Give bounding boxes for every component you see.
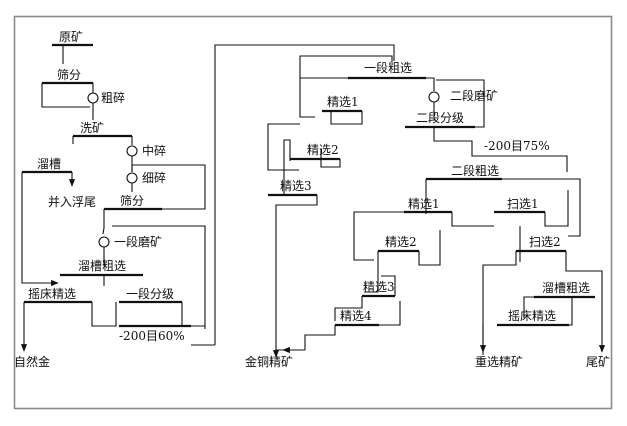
node-cleaner3-top: 精选3	[280, 179, 312, 193]
node-stage1-grinding: 一段磨矿	[114, 234, 162, 249]
node-coarse-crush: 粗碎	[101, 90, 125, 105]
node-fine-crush: 细碎	[142, 170, 166, 185]
node-stage2-classify: 二段分级	[416, 110, 464, 125]
node-stage2-rougher: 二段粗选	[451, 163, 499, 178]
node-sluice-rougher-left: 溜槽粗选	[78, 258, 126, 273]
node-cleaner4: 精选4	[340, 309, 372, 323]
node-cleaner1-mid: 精选1	[408, 197, 440, 211]
node-cleaner3-mid: 精选3	[363, 280, 395, 294]
node-native-gold: 自然金	[14, 354, 50, 369]
node-table-cleaning-right: 摇床精选	[508, 309, 556, 323]
node-sluice-rougher-right: 溜槽粗选	[542, 280, 590, 295]
node-cleaner1-top: 精选1	[327, 95, 359, 109]
node-scavenger1: 扫选1	[507, 197, 539, 211]
node-stage1-rougher: 一段粗选	[364, 60, 412, 75]
node-medium-crush: 中碎	[142, 143, 166, 158]
node-grade-200-60: -200目60%	[119, 329, 185, 343]
node-washing: 洗矿	[80, 121, 104, 135]
node-screening-1: 筛分	[57, 67, 81, 82]
node-cleaner2-top: 精选2	[307, 143, 339, 157]
node-tailings: 尾矿	[586, 355, 610, 369]
node-screening-2: 筛分	[120, 193, 144, 208]
node-stage1-classify: 一段分级	[126, 286, 174, 301]
node-table-cleaning-left: 摇床精选	[28, 287, 76, 301]
node-gold-copper-concentrate: 金铜精矿	[245, 354, 293, 369]
node-grade-200-75: -200目75%	[484, 139, 550, 153]
node-gravity-concentrate: 重选精矿	[475, 355, 523, 369]
node-stage2-grinding: 二段磨矿	[450, 88, 498, 103]
node-raw-ore: 原矿	[59, 30, 83, 44]
node-scavenger2: 扫选2	[529, 235, 561, 249]
node-cleaner2-mid: 精选2	[385, 235, 417, 249]
node-to-flotation-tailings: 并入浮尾	[48, 195, 96, 209]
node-sluice: 溜槽	[37, 156, 61, 171]
